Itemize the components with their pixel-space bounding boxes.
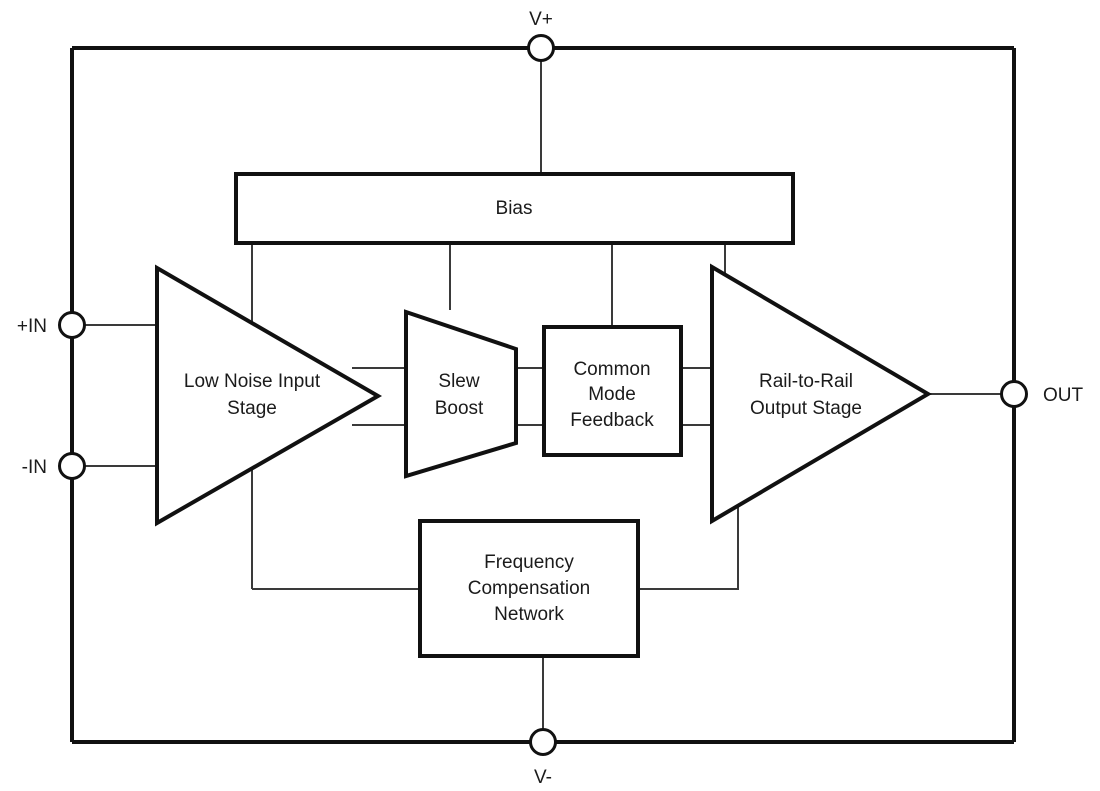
block-freq-comp[interactable]: Frequency Compensation Network xyxy=(418,519,640,658)
terminal-in-plus[interactable]: +IN xyxy=(17,311,86,339)
terminal-in-minus[interactable]: -IN xyxy=(22,452,86,480)
terminal-out[interactable]: OUT xyxy=(1000,380,1084,408)
slew-boost-label-line1: Slew xyxy=(438,371,479,392)
freq-comp-label-line3: Network xyxy=(494,604,564,625)
out-label: OUT xyxy=(1043,385,1084,406)
block-bias[interactable]: Bias xyxy=(234,172,795,245)
in-plus-node-circle[interactable] xyxy=(58,311,86,339)
freq-comp-label-line1: Frequency xyxy=(484,552,574,573)
input-stage-label-line2: Stage xyxy=(227,398,277,419)
terminal-vplus[interactable]: V+ xyxy=(527,9,555,62)
input-stage-triangle[interactable] xyxy=(155,264,383,527)
cmfb-label-line1: Common xyxy=(573,359,650,380)
output-stage-triangle[interactable] xyxy=(710,263,932,525)
slew-boost-trapezoid[interactable] xyxy=(404,309,518,479)
bias-box[interactable] xyxy=(234,172,795,245)
cmfb-label-line2: Mode xyxy=(588,384,636,405)
vminus-node-circle[interactable] xyxy=(529,728,557,756)
supply-rail-frame xyxy=(70,46,1016,744)
terminal-vminus[interactable]: V- xyxy=(529,728,557,789)
vplus-node-circle[interactable] xyxy=(527,34,555,62)
cmfb-box[interactable] xyxy=(542,325,683,457)
block-common-mode-feedback[interactable]: Common Mode Feedback xyxy=(542,325,683,457)
cmfb-label-line3: Feedback xyxy=(570,410,654,431)
block-slew-boost[interactable]: Slew Boost xyxy=(404,309,518,479)
block-input-stage[interactable]: Low Noise Input Stage xyxy=(155,264,383,527)
output-stage-label-line2: Output Stage xyxy=(750,398,862,419)
bias-label: Bias xyxy=(496,198,533,219)
freq-comp-box[interactable] xyxy=(418,519,640,658)
block-output-stage[interactable]: Rail-to-Rail Output Stage xyxy=(710,263,932,525)
in-minus-label: -IN xyxy=(22,457,47,478)
slew-boost-label-line2: Boost xyxy=(435,398,484,419)
freq-comp-label-line2: Compensation xyxy=(468,578,591,599)
in-minus-node-circle[interactable] xyxy=(58,452,86,480)
in-plus-label: +IN xyxy=(17,316,47,337)
vminus-label: V- xyxy=(534,767,552,788)
vplus-label: V+ xyxy=(529,9,553,30)
output-stage-label-line1: Rail-to-Rail xyxy=(759,371,853,392)
input-stage-label-line1: Low Noise Input xyxy=(184,371,321,392)
out-node-circle[interactable] xyxy=(1000,380,1028,408)
